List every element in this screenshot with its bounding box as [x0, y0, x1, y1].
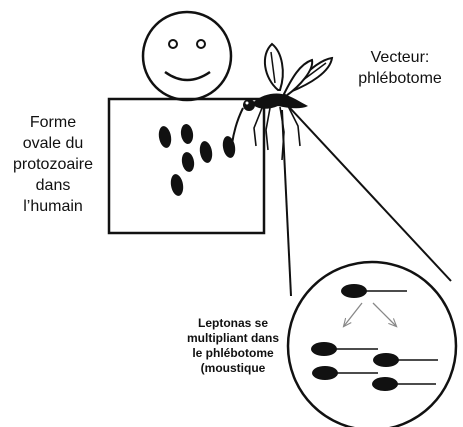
human-form-label-line: dans: [0, 175, 106, 196]
amastigote: [198, 140, 214, 164]
leptomonas-label-line: le phlébotome: [162, 346, 304, 361]
human-form-label-line: ovale du: [0, 133, 106, 154]
amastigote: [169, 173, 185, 197]
amastigote-group: [157, 123, 237, 197]
smiley-face-icon: [143, 12, 231, 100]
human-form-label-line: Forme: [0, 112, 106, 133]
leptomonas-label-line: multipliant dans: [162, 331, 304, 346]
sandfly-icon: [232, 44, 332, 160]
zoom-line-left: [282, 110, 291, 296]
zoom-circle: [288, 262, 456, 427]
amastigote: [221, 135, 237, 159]
leptomonas-label-line: Leptonas se: [162, 316, 304, 331]
vector-label-line: Vecteur:: [336, 47, 463, 68]
human-form-label-line: l’humain: [0, 196, 106, 217]
zoom-line-right: [290, 108, 451, 281]
human-form-label: Forme ovale du protozoaire dans l’humain: [0, 112, 106, 217]
amastigote: [157, 125, 173, 149]
leptomonas-label-line: (moustique: [162, 361, 304, 376]
leptomonas-label: Leptonas se multipliant dans le phléboto…: [162, 316, 304, 376]
vector-label: Vecteur: phlébotome: [336, 47, 463, 89]
human-form-label-line: protozoaire: [0, 154, 106, 175]
vector-label-line: phlébotome: [336, 68, 463, 89]
amastigote: [180, 123, 195, 144]
amastigote: [180, 151, 195, 173]
